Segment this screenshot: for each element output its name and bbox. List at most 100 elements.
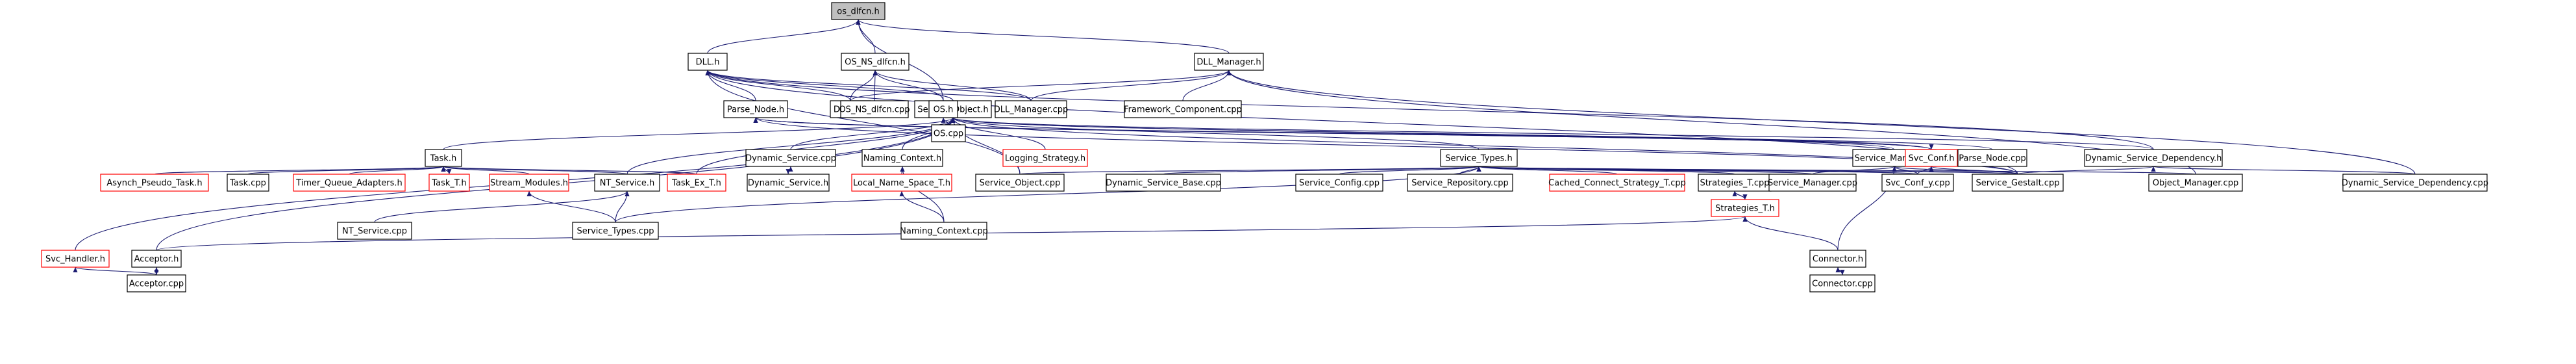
node-box [840,100,909,118]
node-naming-context-cpp[interactable]: Naming_Context.cpp [900,222,988,240]
node-task-ex-t-h[interactable]: Task_Ex_T.h [667,174,726,192]
node-box [1124,100,1242,118]
node-box [2084,149,2223,167]
node-label: Dynamic_Service_Base.cpp [1106,179,1221,188]
node-naming-context-h[interactable]: Naming_Context.h [861,149,943,167]
edge-n2-n8 [873,70,1032,101]
node-connector-cpp[interactable]: Connector.cpp [1809,274,1876,292]
node-svc-conf-y-cpp[interactable]: Svc_Conf_y.cpp [1881,174,1954,192]
node-task-t-h[interactable]: Task_T.h [428,174,470,192]
edge-n3-n39 [1226,70,2196,175]
node-label: Task_T.h [431,179,466,188]
node-label: Service_Types.h [1445,154,1513,164]
node-label: Service_Repository.cpp [1411,179,1509,188]
node-box [337,222,412,240]
node-logging-strategy-h[interactable]: Logging_Strategy.h [1002,149,1088,167]
node-box [747,174,830,192]
node-strategies-t-cpp[interactable]: Strategies_T.cpp [1698,174,1772,192]
node-dll-h[interactable]: DLL.h [687,53,728,71]
node-service-types-cpp[interactable]: Service_Types.cpp [572,222,659,240]
node-box [100,174,209,192]
edge-n44-n35 [1734,190,1748,200]
node-service-types-h[interactable]: Service_Types.h [1440,149,1518,167]
node-label: Connector.cpp [1812,280,1873,289]
node-box [1407,174,1513,192]
node-acceptor-cpp[interactable]: Acceptor.cpp [127,274,186,292]
node-os-ns-dlfcn-cpp[interactable]: OS_NS_dlfcn.cpp [839,100,910,118]
edge-n18-n38 [1929,166,2018,175]
node-dynamic-service-dependency-h[interactable]: Dynamic_Service_Dependency.h [2084,149,2223,167]
node-label: os_dlfcn.h [837,7,879,17]
node-box [975,174,1065,192]
node-service-gestalt-cpp[interactable]: Service_Gestalt.cpp [1972,174,2064,192]
node-label: OS.cpp [934,129,963,139]
node-dynamic-service-h[interactable]: Dynamic_Service.h [747,174,830,192]
node-box [851,174,952,192]
node-label: Framework_Component.cpp [1124,105,1242,115]
node-dynamic-service-dependency-cpp[interactable]: Dynamic_Service_Dependency.cpp [2342,174,2488,192]
node-box [841,53,910,71]
edge-n20-n40 [2151,166,2416,175]
node-os-cpp[interactable]: OS.cpp [931,124,966,142]
edge-n3-n8 [1030,70,1232,101]
node-dynamic-service-base-cpp[interactable]: Dynamic_Service_Base.cpp [1106,174,1221,192]
node-task-h[interactable]: Task.h [425,149,462,167]
edge-n16-n31 [1163,166,1481,175]
node-parse-node-h[interactable]: Parse_Node.h [723,100,788,118]
node-label: Service_Manager.cpp [1768,179,1857,188]
edge-n1-n4 [705,70,954,101]
node-box [1957,149,2027,167]
node-box [745,149,836,167]
node-task-cpp[interactable]: Task.cpp [227,174,269,192]
node-os-h[interactable]: OS.h [928,100,958,118]
node-box [900,222,987,240]
edge-n24-n12 [443,166,452,175]
edge-n28-n13 [786,166,791,175]
node-label: Service_Gestalt.cpp [1976,179,2060,188]
edge-n26-n42 [615,190,630,223]
node-box [41,250,110,268]
node-box [425,149,462,167]
node-object-manager-cpp[interactable]: Object_Manager.cpp [2148,174,2243,192]
node-service-object-cpp[interactable]: Service_Object.cpp [975,174,1065,192]
node-service-repository-cpp[interactable]: Service_Repository.cpp [1407,174,1513,192]
node-connector-h[interactable]: Connector.h [1809,250,1866,268]
edge-n17-n36 [1812,166,1897,175]
node-local-name-space-t-h[interactable]: Local_Name_Space_T.h [851,174,952,192]
node-strategies-t-h[interactable]: Strategies_T.h [1711,199,1779,217]
node-box [1549,174,1685,192]
node-service-manager-cpp[interactable]: Service_Manager.cpp [1768,174,1857,192]
node-framework-component-cpp[interactable]: Framework_Component.cpp [1124,100,1242,118]
node-stream-modules-h[interactable]: Stream_Modules.h [489,174,569,192]
node-timer-queue-adapters-h[interactable]: Timer_Queue_Adapters.h [293,174,406,192]
node-acceptor-h[interactable]: Acceptor.h [131,250,182,268]
node-box [1440,149,1518,167]
node-nt-service-cpp[interactable]: NT_Service.cpp [337,222,412,240]
node-asynch-pseudo-task-h[interactable]: Asynch_Pseudo_Task.h [100,174,209,192]
node-dll-manager-cpp[interactable]: DLL_Manager.cpp [994,100,1069,118]
node-label: DLL_Manager.h [1196,58,1261,68]
node-dynamic-service-cpp[interactable]: Dynamic_Service.cpp [745,149,836,167]
node-service-config-cpp[interactable]: Service_Config.cpp [1295,174,1383,192]
edge-n26-n41 [374,190,630,223]
edge-n4-n20 [951,117,2154,150]
node-box [227,174,269,192]
node-label: Task.h [430,154,456,164]
node-box [1194,53,1264,71]
node-box [2342,174,2488,192]
node-os-ns-dlfcn-h[interactable]: OS_NS_dlfcn.h [841,53,910,71]
node-nt-service-h[interactable]: NT_Service.h [594,174,660,192]
node-label: Svc_Conf.h [1909,154,1955,164]
node-label: OS_NS_dlfcn.cpp [839,105,910,115]
node-box [293,174,406,192]
node-dll-manager-h[interactable]: DLL_Manager.h [1194,53,1264,71]
node-label: Strategies_T.h [1715,204,1775,214]
node-label: Stream_Modules.h [490,179,568,188]
node-label: Dynamic_Service.cpp [745,154,836,164]
node-box [127,274,186,292]
node-svc-conf-h[interactable]: Svc_Conf.h [1905,149,1958,167]
node-parse-node-cpp[interactable]: Parse_Node.cpp [1957,149,2027,167]
node-cached-connect-strategy-t-cpp[interactable]: Cached_Connect_Strategy_T.cpp [1548,174,1686,192]
node-svc-handler-h[interactable]: Svc_Handler.h [41,250,110,268]
